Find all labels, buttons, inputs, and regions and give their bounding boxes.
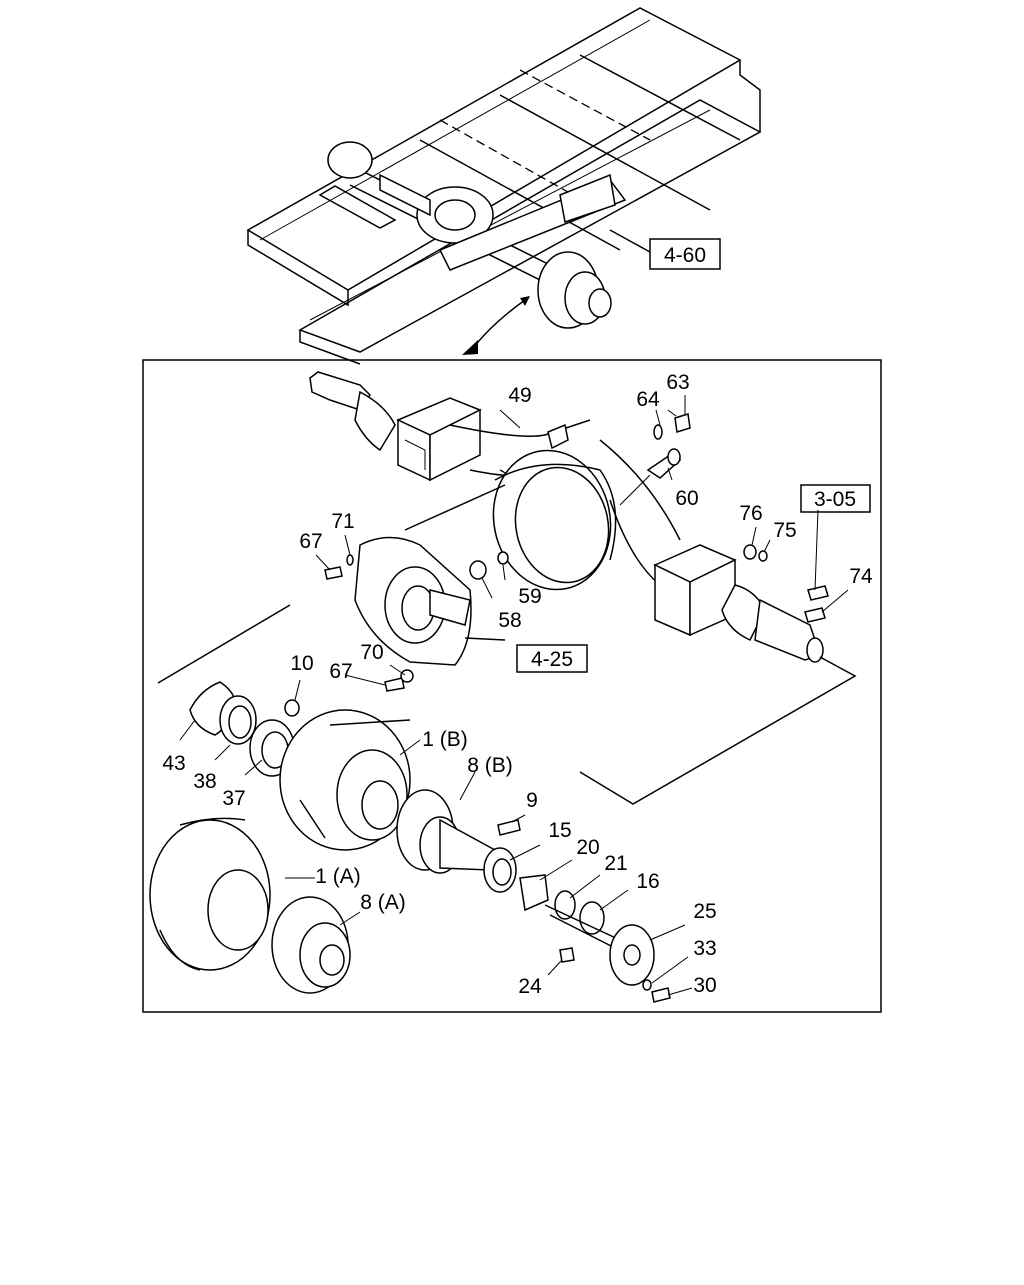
callout-76: 76: [739, 502, 762, 525]
callout-74: 74: [849, 565, 873, 588]
callout-49: 49: [508, 384, 531, 407]
callout-10: 10: [290, 652, 313, 675]
callout-67-lower: 67: [329, 660, 352, 683]
callout-25: 25: [693, 900, 716, 923]
callout-9: 9: [526, 789, 538, 812]
callout-37: 37: [222, 787, 245, 810]
detail-frame: [142, 359, 882, 1013]
leader-49: [499, 409, 521, 429]
ref-label-differential: 4-25: [531, 648, 573, 671]
axle-housing: [309, 371, 824, 663]
hub-drum-assembly: [149, 681, 671, 1003]
differential-carrier: [354, 484, 506, 666]
callout-30: 30: [693, 974, 716, 997]
ref-box-frame: [649, 238, 721, 270]
callout-70: 70: [360, 641, 383, 664]
callout-60: 60: [675, 487, 698, 510]
hub-group-outline: [157, 604, 857, 805]
callout-24: 24: [518, 975, 542, 998]
callout-63: 63: [666, 371, 689, 394]
ref-box-differential: [516, 644, 588, 673]
callout-67-upper: 67: [299, 530, 322, 553]
callout-75: 75: [773, 519, 796, 542]
callout-21: 21: [604, 852, 627, 875]
ref-label-frame: 4-60: [664, 244, 706, 267]
ref-box-spring: [800, 484, 871, 513]
small-fasteners-upper: [324, 409, 829, 692]
callout-38: 38: [193, 770, 216, 793]
callout-58: 58: [498, 609, 521, 632]
chassis-frame-overview: [246, 7, 762, 365]
callout-43: 43: [162, 752, 185, 775]
callout-1a: 1 (A): [315, 865, 361, 888]
callout-8a: 8 (A): [360, 891, 406, 914]
callout-16: 16: [636, 870, 659, 893]
callout-71: 71: [331, 510, 354, 533]
callout-20: 20: [576, 836, 599, 859]
callout-leaders: [179, 395, 849, 996]
callout-64: 64: [636, 388, 660, 411]
callout-8b: 8 (B): [467, 754, 513, 777]
callout-33: 33: [693, 937, 716, 960]
callout-1b: 1 (B): [422, 728, 468, 751]
callout-59: 59: [518, 585, 541, 608]
ref-label-spring: 3-05: [814, 488, 856, 511]
callout-15: 15: [548, 819, 571, 842]
